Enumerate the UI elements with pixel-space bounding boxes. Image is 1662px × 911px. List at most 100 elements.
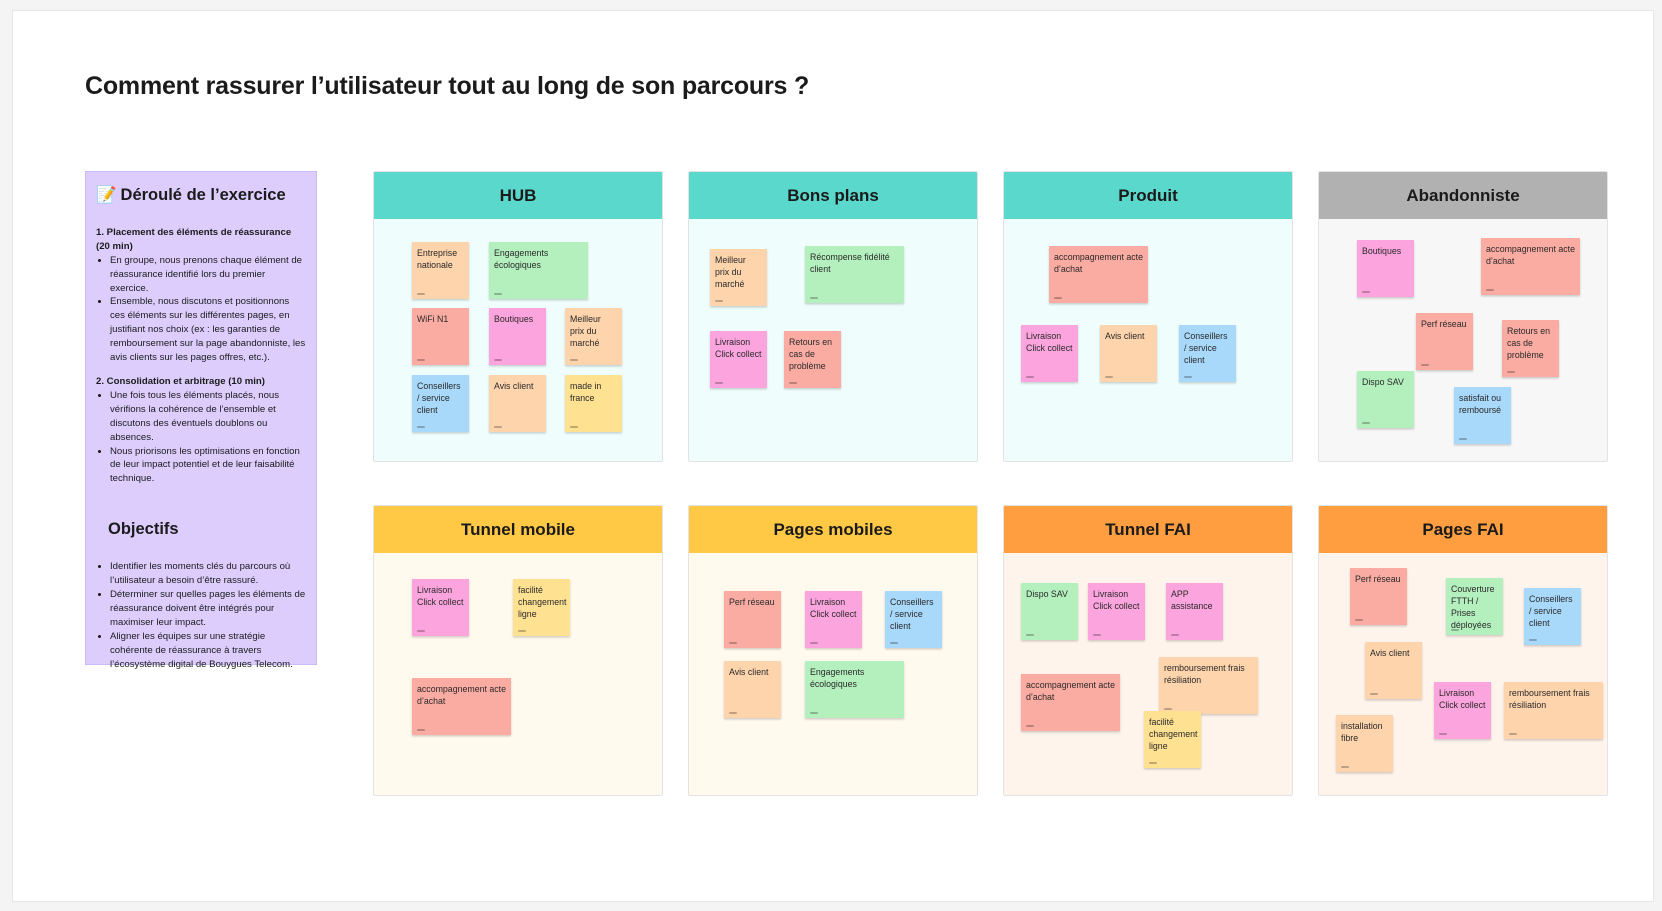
- section-body: Meilleur prix du marché Récompense fidéli…: [689, 219, 977, 461]
- list-item: En groupe, nous prenons chaque élément d…: [110, 254, 306, 296]
- sticky-note[interactable]: WiFi N1: [412, 308, 469, 365]
- sticky-note-text: Meilleur prix du marché: [570, 314, 601, 349]
- sticky-note[interactable]: Conseillers / service client: [885, 591, 942, 648]
- sticky-note[interactable]: accompagnement acte d’achat: [1021, 674, 1120, 731]
- author-mark: [1529, 639, 1537, 641]
- sticky-note[interactable]: remboursement frais résiliation: [1159, 657, 1258, 714]
- author-mark: [789, 382, 797, 384]
- sticky-note[interactable]: made in france: [565, 375, 622, 432]
- sticky-note-text: facilité changement ligne: [518, 585, 567, 620]
- sticky-note-text: accompagnement acte d’achat: [1026, 680, 1115, 703]
- section-header: Pages mobiles: [689, 506, 977, 553]
- author-mark: [1026, 725, 1034, 727]
- author-mark: [1341, 766, 1349, 768]
- section-header: HUB: [374, 172, 662, 219]
- sticky-note[interactable]: Livraison Click collect: [710, 331, 767, 388]
- sticky-note-text: Avis client: [494, 381, 534, 391]
- sticky-note[interactable]: Perf réseau: [724, 591, 781, 648]
- sticky-note[interactable]: Perf réseau: [1416, 313, 1473, 370]
- sticky-note[interactable]: Avis client: [724, 661, 781, 718]
- sticky-note[interactable]: Conseillers / service client: [1524, 588, 1581, 645]
- sticky-note[interactable]: Avis client: [489, 375, 546, 432]
- list-item: Déterminer sur quelles pages les élément…: [110, 588, 306, 630]
- sticky-note[interactable]: Perf réseau: [1350, 568, 1407, 625]
- sticky-note[interactable]: Livraison Click collect: [1434, 682, 1491, 739]
- sticky-note[interactable]: Boutiques: [489, 308, 546, 365]
- sticky-note[interactable]: Boutiques: [1357, 240, 1414, 297]
- sticky-note[interactable]: Retours en cas de problème: [784, 331, 841, 388]
- sticky-note[interactable]: Récompense fidélité client: [805, 246, 904, 303]
- sticky-note[interactable]: Livraison Click collect: [1021, 325, 1078, 382]
- page-title: Comment rassurer l’utilisateur tout au l…: [85, 72, 810, 100]
- author-mark: [1459, 438, 1467, 440]
- sticky-note-text: remboursement frais résiliation: [1164, 663, 1245, 686]
- sticky-note-text: Boutiques: [1362, 246, 1402, 256]
- sticky-note-text: Retours en cas de problème: [789, 337, 833, 372]
- sticky-note[interactable]: Livraison Click collect: [805, 591, 862, 648]
- sticky-note[interactable]: Entreprise nationale: [412, 242, 469, 299]
- sticky-note[interactable]: Conseillers / service client: [1179, 325, 1236, 382]
- sticky-note[interactable]: remboursement frais résiliation: [1504, 682, 1603, 739]
- sticky-note-text: Dispo SAV: [1362, 377, 1404, 387]
- author-mark: [417, 729, 425, 731]
- author-mark: [1509, 733, 1517, 735]
- sticky-note-text: Engagements écologiques: [494, 248, 549, 271]
- sticky-note[interactable]: Dispo SAV: [1021, 583, 1078, 640]
- objectives-title: Objectifs: [108, 520, 179, 539]
- sticky-note[interactable]: accompagnement acte d’achat: [412, 678, 511, 735]
- sticky-note[interactable]: Meilleur prix du marché: [710, 249, 767, 306]
- sticky-note[interactable]: Engagements écologiques: [805, 661, 904, 718]
- sticky-note-text: Entreprise nationale: [417, 248, 458, 271]
- author-mark: [1362, 291, 1370, 293]
- author-mark: [417, 426, 425, 428]
- sticky-note[interactable]: APP assistance: [1166, 583, 1223, 640]
- instructions-panel[interactable]: 📝Déroulé de l’exercice 1. Placement des …: [85, 171, 317, 670]
- sticky-note-text: APP assistance: [1171, 589, 1213, 612]
- sticky-note[interactable]: Meilleur prix du marché: [565, 308, 622, 365]
- author-mark: [1451, 629, 1459, 631]
- sticky-note-text: Livraison Click collect: [810, 597, 857, 620]
- sticky-note[interactable]: Avis client: [1365, 642, 1422, 699]
- section-hub[interactable]: HUB Entreprise nationale Engagements écolo…: [373, 171, 663, 462]
- sticky-note-text: installation fibre: [1341, 721, 1383, 744]
- sticky-note-text: Conseillers / service client: [1529, 594, 1573, 629]
- section-body: Livraison Click collect facilité changeme…: [374, 553, 662, 795]
- sticky-note[interactable]: Dispo SAV: [1357, 371, 1414, 428]
- sticky-note[interactable]: Livraison Click collect: [412, 579, 469, 636]
- sticky-note-text: Conseillers / service client: [1184, 331, 1228, 366]
- author-mark: [1171, 634, 1179, 636]
- sticky-note-text: Boutiques: [494, 314, 534, 324]
- sticky-note[interactable]: Conseillers / service client: [412, 375, 469, 432]
- sticky-note[interactable]: installation fibre: [1336, 715, 1393, 772]
- author-mark: [1164, 708, 1172, 710]
- sticky-note[interactable]: Retours en cas de problème: [1502, 320, 1559, 377]
- section-header: Tunnel mobile: [374, 506, 662, 553]
- list-item: Nous priorisons les optimisations en fon…: [110, 445, 306, 487]
- author-mark: [1093, 634, 1101, 636]
- author-mark: [810, 642, 818, 644]
- sticky-note[interactable]: Livraison Click collect: [1088, 583, 1145, 640]
- author-mark: [518, 630, 526, 632]
- author-mark: [729, 642, 737, 644]
- author-mark: [1439, 733, 1447, 735]
- sticky-note[interactable]: satisfait ou remboursé: [1454, 387, 1511, 444]
- sticky-note[interactable]: Engagements écologiques: [489, 242, 588, 299]
- sticky-note[interactable]: Couverture FTTH / Prises déployées: [1446, 578, 1503, 635]
- sticky-note[interactable]: accompagnement acte d’achat: [1049, 246, 1148, 303]
- sticky-note-text: Avis client: [1105, 331, 1145, 341]
- sticky-note[interactable]: Avis client: [1100, 325, 1157, 382]
- section-header: Tunnel FAI: [1004, 506, 1292, 553]
- sticky-note-text: WiFi N1: [417, 314, 449, 324]
- sticky-note[interactable]: facilité changement ligne: [513, 579, 570, 636]
- sticky-note[interactable]: facilité changement ligne: [1144, 711, 1201, 768]
- author-mark: [1184, 376, 1192, 378]
- sticky-note[interactable]: accompagnement acte d’achat: [1481, 238, 1580, 295]
